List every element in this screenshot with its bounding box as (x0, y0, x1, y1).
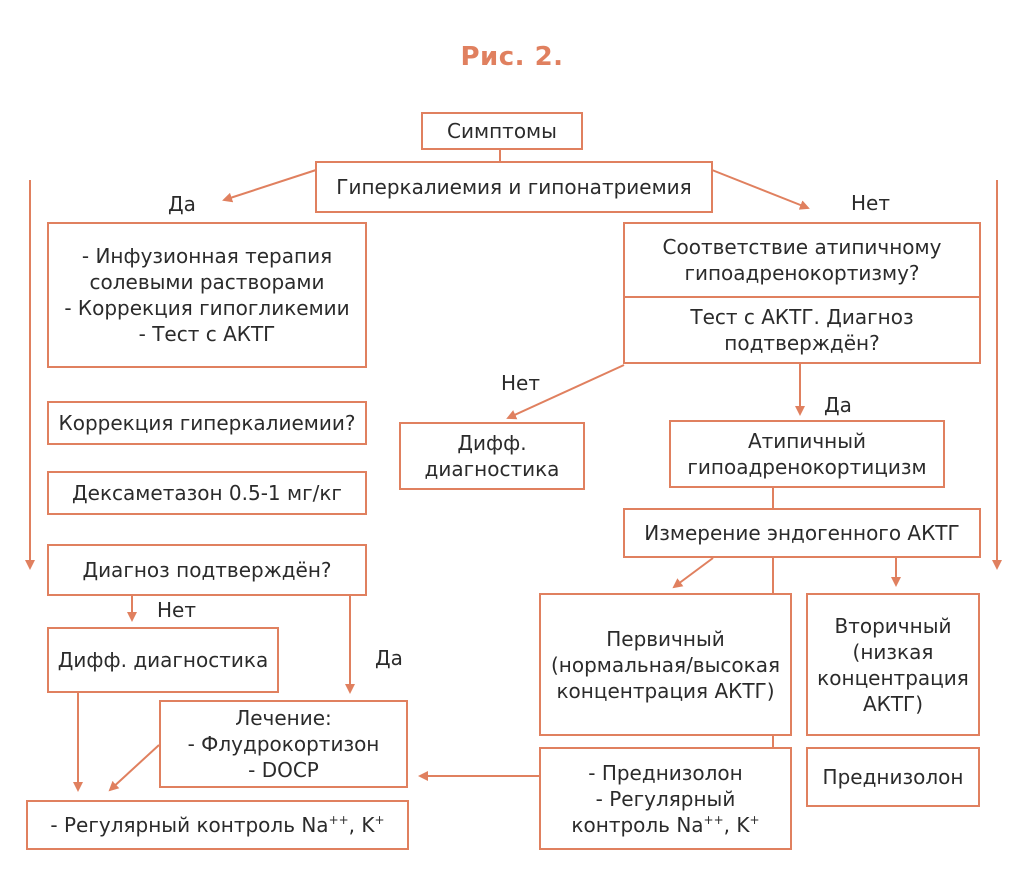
node-hyperkalemia-correction-line-1: Коррекция гиперкалиемии? (58, 411, 356, 435)
combo-line-3: контроль Na++, K+ (571, 812, 760, 837)
node-treatment-line-2: - Флудрокортизон (187, 732, 380, 756)
node-monitoring: - Регулярный контроль Na++, K+ (26, 800, 409, 850)
node-secondary-line-3: концентрация (817, 665, 969, 690)
node-diagnosis-confirmed: Диагноз подтверждён? (47, 544, 367, 596)
node-secondary-line-1: Вторичный (834, 613, 952, 638)
node-diff-right-line-2: диагностика (424, 457, 560, 481)
node-atypical-question-line-2: гипоадренокортизму? (684, 261, 920, 285)
node-prednisolone-combo: - Преднизолон - Регулярный контроль Na++… (539, 747, 792, 850)
node-secondary-line-4: АКТГ) (862, 691, 924, 716)
figure-title: Рис. 2. (460, 42, 564, 72)
node-treatment-line-3: - DOCP (248, 758, 319, 782)
arrow-to-diff-right (506, 364, 625, 420)
node-symptoms-line-1: Симптомы (447, 119, 557, 143)
node-primary-line-3: концентрация АКТГ) (556, 678, 775, 703)
node-infusion-line-3: - Коррекция гипогликемии (64, 296, 350, 320)
label-yes-left: Да (168, 192, 196, 216)
node-acth-test-line-1: Тест с АКТГ. Диагноз (690, 305, 914, 329)
node-diff-right-line-1: Дифф. (457, 431, 527, 455)
node-dexamethasone-line-1: Дексаметазон 0.5-1 мг/кг (72, 481, 342, 505)
node-diff-left: Дифф. диагностика (47, 627, 279, 693)
node-endogenous-acth-line-1: Измерение эндогенного АКТГ (644, 521, 960, 545)
node-diff-left-line-1: Дифф. диагностика (57, 648, 269, 672)
node-prednisolone: Преднизолон (806, 747, 980, 807)
node-primary-line-2: (нормальная/высокая (550, 652, 780, 677)
label-no-mid: Нет (501, 371, 540, 395)
node-treatment-line-1: Лечение: (235, 706, 332, 730)
node-primary-line-1: Первичный (606, 626, 725, 651)
label-no-right: Нет (851, 191, 890, 215)
node-hyperkalemia-line-1: Гиперкалиемия и гипонатриемия (336, 175, 692, 199)
label-yes-low: Да (375, 646, 403, 670)
node-infusion-line-1: - Инфузионная терапия (81, 244, 333, 268)
arrow-to-yes-left (222, 169, 317, 203)
node-prednisolone-line-1: Преднизолон (822, 765, 964, 789)
node-hyperkalemia: Гиперкалиемия и гипонатриемия (315, 161, 713, 213)
combo-line-2: - Регулярный (595, 786, 736, 811)
node-dexamethasone: Дексаметазон 0.5-1 мг/кг (47, 471, 367, 515)
node-infusion-line-4: - Тест с АКТГ (138, 322, 276, 346)
combo-line-1: - Преднизолон (588, 760, 743, 785)
node-treatment: Лечение:- Флудрокортизон- DOCP (159, 700, 408, 788)
arrow-to-primary (672, 557, 714, 589)
label-no-low: Нет (157, 598, 196, 622)
node-acth-test-line-2: подтверждён? (724, 331, 880, 355)
node-atypical-line-2: гипоадренокортицизм (687, 455, 927, 479)
node-infusion-line-2: солевыми растворами (89, 270, 325, 294)
node-atypical-line-1: Атипичный (747, 429, 867, 453)
node-atypical-question-line-1: Соответствие атипичному (662, 235, 942, 259)
node-diff-right: Дифф.диагностика (399, 422, 585, 490)
node-symptoms: Симптомы (421, 112, 583, 150)
arrow-treatment-to-monitoring (108, 744, 160, 792)
node-secondary-line-2: (низкая (852, 639, 934, 664)
node-diagnosis-confirmed-line-1: Диагноз подтверждён? (82, 558, 332, 582)
monitoring-text: - Регулярный контроль Na++, K+ (50, 813, 385, 837)
label-yes-mid: Да (824, 393, 852, 417)
node-hyperkalemia-correction: Коррекция гиперкалиемии? (47, 401, 367, 445)
node-endogenous-acth: Измерение эндогенного АКТГ (623, 508, 981, 558)
arrow-to-no-right (711, 169, 810, 210)
